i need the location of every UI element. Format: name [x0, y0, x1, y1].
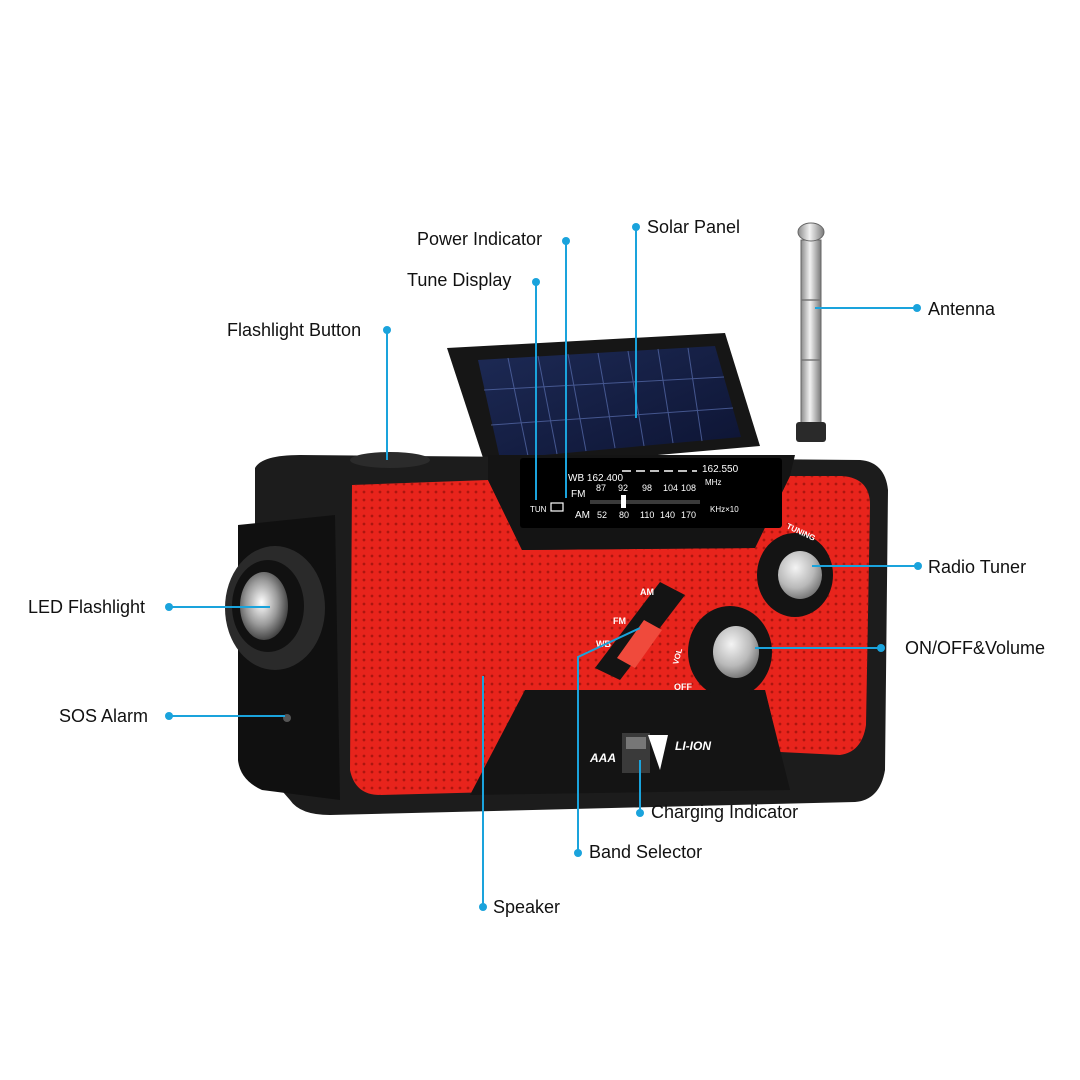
power-indicator-light [550, 502, 564, 512]
label-on-off-volume: ON/OFF&Volume [905, 638, 1046, 658]
volume-knob[interactable]: VOL OFF [671, 606, 772, 698]
fm-scale-value: 87 [596, 483, 606, 493]
fm-scale-value: 108 [681, 483, 696, 493]
dial-wb-end: 162.550 [702, 464, 739, 475]
am-scale-value: 170 [681, 510, 696, 520]
label-charging-indicator: Charging Indicator [651, 802, 799, 822]
am-scale-value: 110 [640, 510, 654, 520]
label-flashlight-button: Flashlight Button [227, 320, 362, 340]
label-band-selector: Band Selector [589, 842, 703, 862]
label-speaker: Speaker [493, 897, 561, 917]
label-sos-alarm: SOS Alarm [59, 706, 149, 726]
dial-am-label: AM [575, 510, 590, 521]
dial-pointer [621, 495, 626, 508]
battery-switch[interactable]: AAA LI-ION [589, 733, 711, 773]
label-power-indicator: Power Indicator [417, 229, 543, 249]
fm-scale-value: 98 [642, 483, 652, 493]
label-solar-panel: Solar Panel [647, 217, 741, 237]
fm-scale-value: 92 [618, 483, 628, 493]
off-label: OFF [674, 682, 692, 692]
dial-wb-start: WB 162.400 [568, 473, 623, 484]
label-antenna: Antenna [928, 299, 996, 319]
dial-tun: TUN [530, 505, 547, 514]
label-tune-display: Tune Display [407, 270, 512, 290]
am-scale-value: 52 [597, 510, 607, 520]
battery-liion-label: LI-ION [675, 739, 711, 753]
radio-tuner-knob[interactable]: TUNING [757, 522, 833, 617]
am-scale-value: 80 [619, 510, 629, 520]
antenna [796, 222, 826, 442]
dial-mhz: MHz [705, 478, 721, 487]
fm-scale-value: 104 [663, 483, 678, 493]
label-radio-tuner: Radio Tuner [928, 557, 1027, 577]
battery-aaa-label: AAA [589, 751, 616, 765]
dial-fm-label: FM [571, 489, 585, 500]
band-fm-label: FM [613, 616, 626, 626]
dial-khz: KHz×10 [710, 505, 739, 514]
band-am-label: AM [640, 587, 654, 597]
vol-label: VOL [671, 647, 684, 665]
label-led-flashlight: LED Flashlight [28, 597, 146, 617]
callout-leaders [165, 223, 922, 911]
solar-panel [447, 333, 760, 470]
am-scale-value: 140 [660, 510, 675, 520]
